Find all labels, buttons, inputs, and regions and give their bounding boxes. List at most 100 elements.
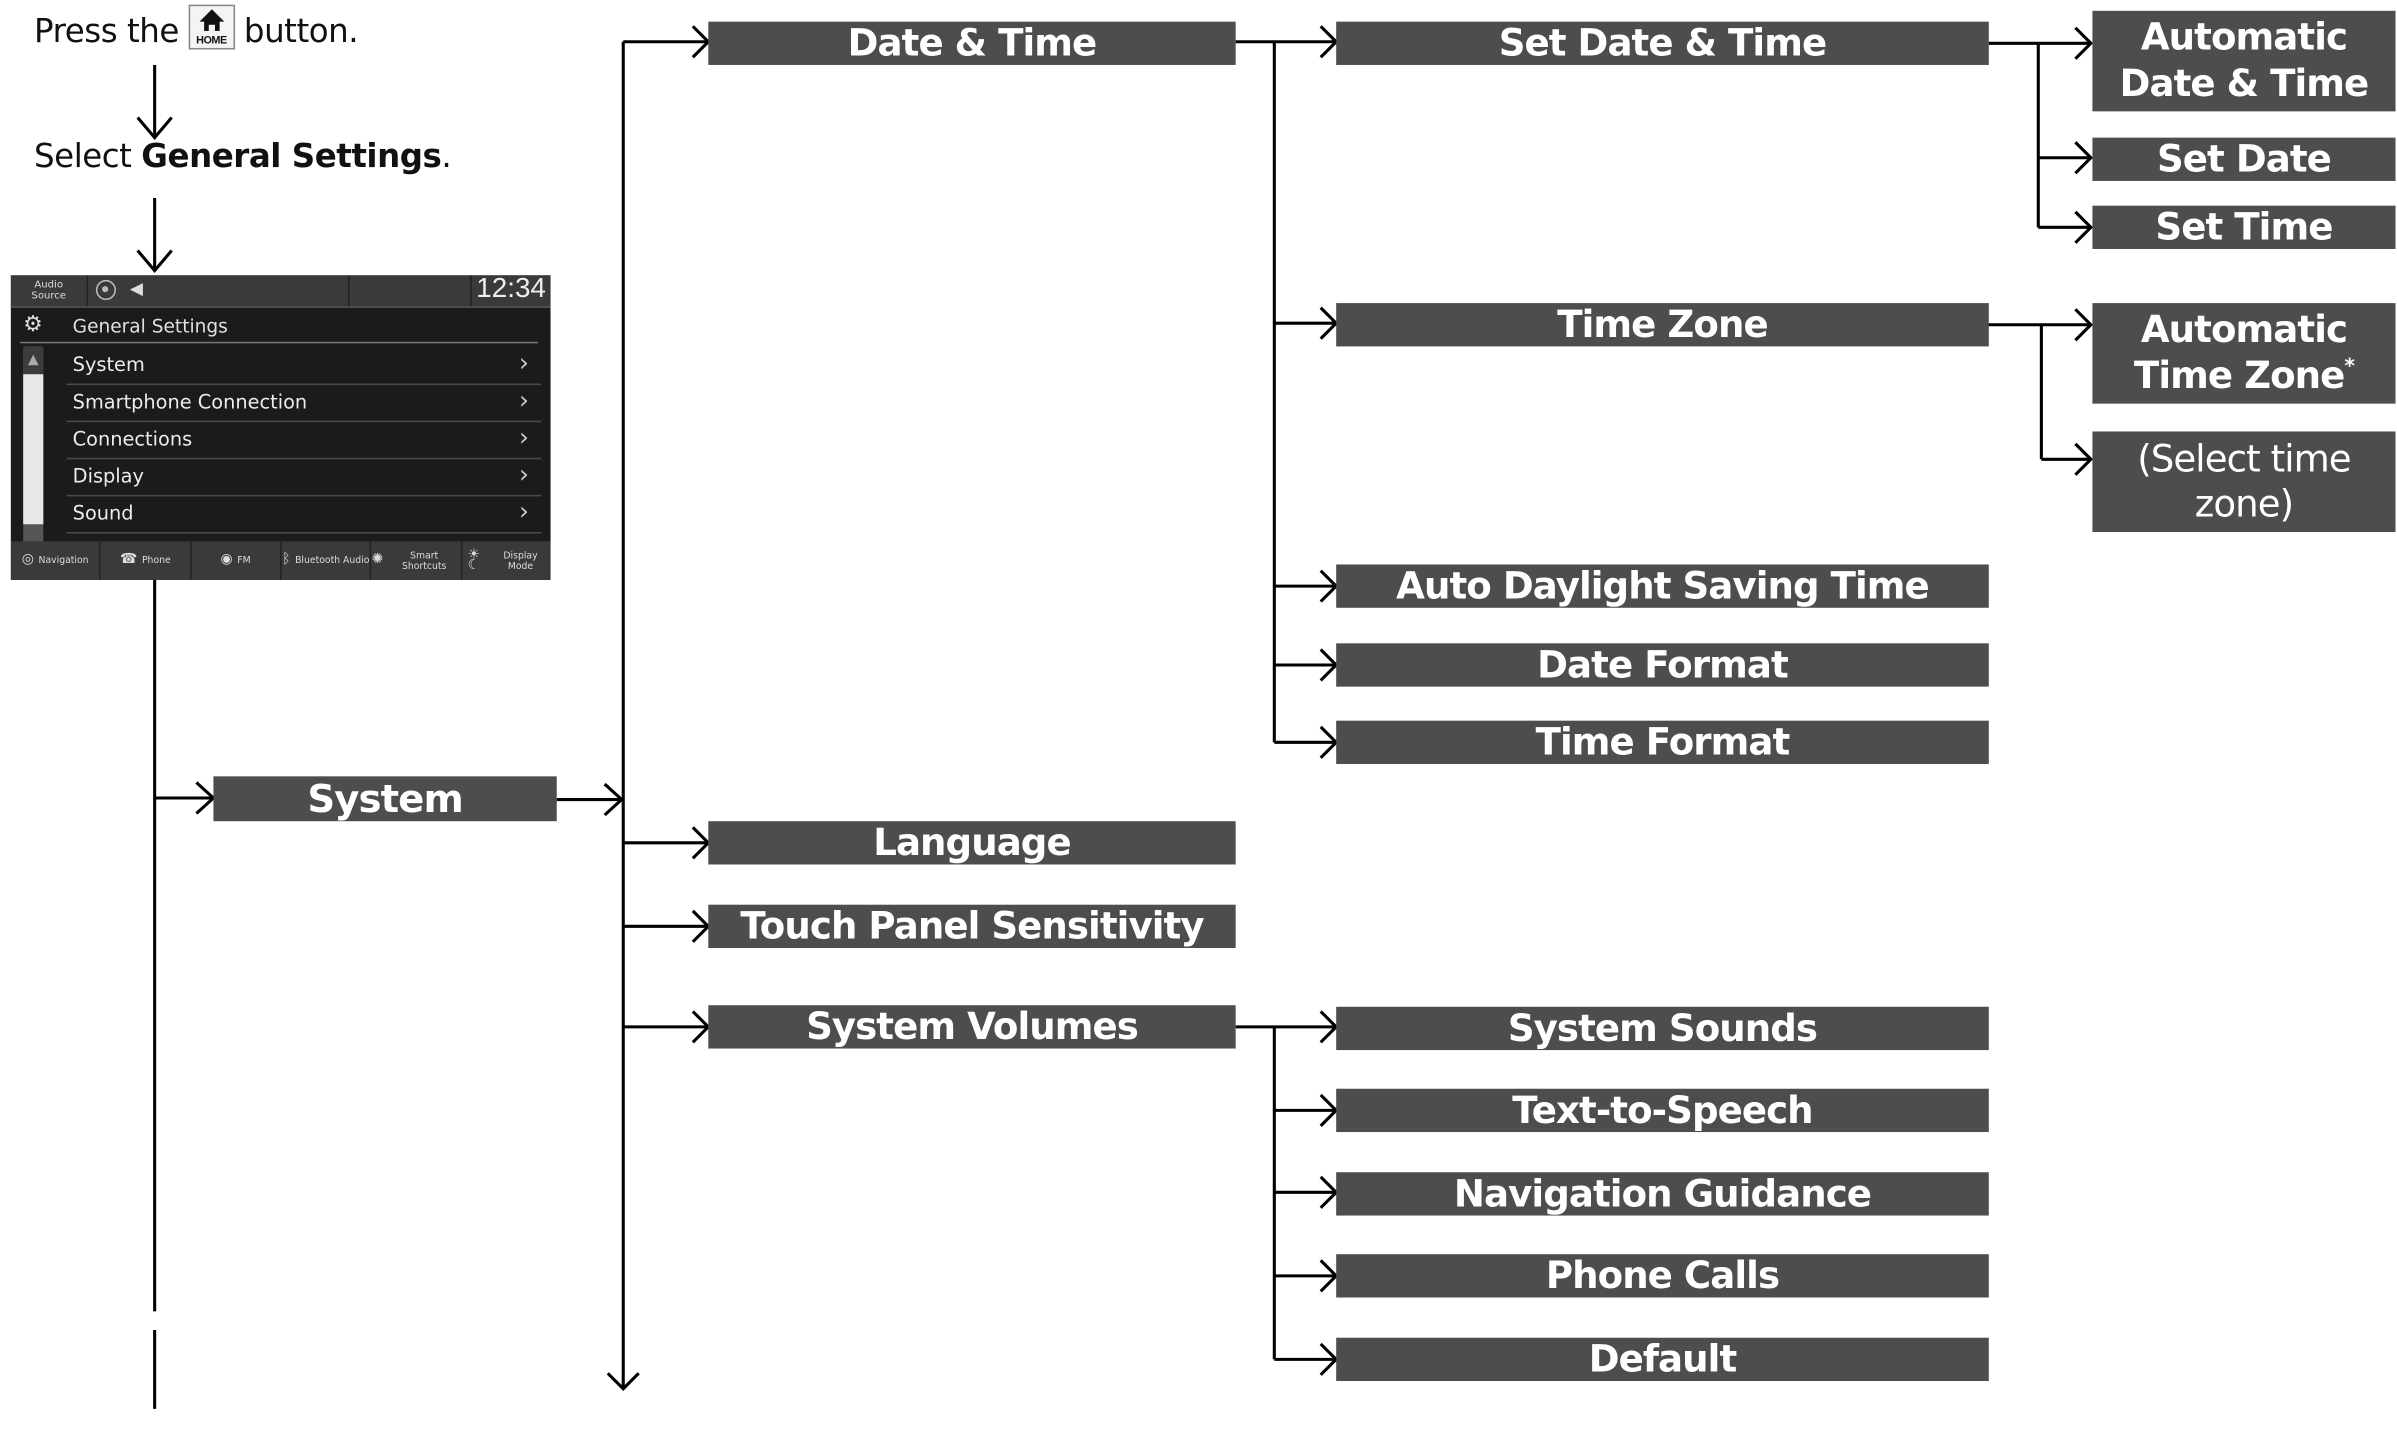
node-date-format: Date Format [1336,643,1989,687]
scroll-thumb[interactable] [23,374,44,525]
arrowhead [1319,1010,1339,1044]
shortcut-label: FM [237,555,251,567]
audio-source-label-2: Source [31,289,66,302]
home-button-icon: HOME [188,4,235,50]
clock: 12:34 [476,275,546,304]
menu-item-system[interactable]: System › [66,346,542,386]
node-system: System [213,776,557,822]
arrowhead [1319,306,1339,340]
step2-emphasis: General Settings [141,137,442,175]
arrowhead [1319,725,1339,759]
node-select-time-zone: (Select time zone) [2092,431,2396,532]
arrowhead-level2-down [606,1372,640,1391]
node-auto-daylight-saving-time: Auto Daylight Saving Time [1336,564,1989,608]
footnote-marker: * [2344,354,2355,379]
step2-prefix: Select [34,137,142,175]
shortcut-display-mode[interactable]: ☀☾ Display Mode [462,541,551,580]
arrowhead [1319,1093,1339,1127]
menu-item-label: Smartphone Connection [72,389,308,413]
gear-icon: ⚙ [23,312,43,338]
arrowhead-step1 [136,116,173,141]
node-label-line1: Automatic [2140,15,2348,60]
chevron-right-icon: › [518,496,529,526]
chevron-right-icon: › [518,459,529,489]
shortcut-fm[interactable]: ◉ FM [191,541,282,580]
node-navigation-guidance: Navigation Guidance [1336,1172,1989,1216]
menu-item-display[interactable]: Display › [66,458,542,497]
step1-prefix: Press the [34,12,179,50]
node-default: Default [1336,1337,1989,1382]
shortcut-label: Phone [141,555,171,567]
node-label-line2: Date & Time [2119,61,2370,105]
step2-suffix: . [441,137,452,175]
arrowhead [691,1010,711,1044]
node-touch-panel-sensitivity: Touch Panel Sensitivity [708,904,1236,949]
arrowhead [2074,442,2094,476]
arrowhead [1319,1259,1339,1293]
display-mode-icon: ☀☾ [467,546,481,573]
phone-icon: ☎ [119,552,138,568]
scrollbar[interactable]: ▲ ▼ [23,346,44,573]
node-label-line2: Time Zone [2133,353,2345,397]
shortcut-bluetooth-audio[interactable]: ᛒ Bluetooth Audio [281,541,372,580]
menu-item-connections[interactable]: Connections › [66,421,542,460]
node-language: Language [708,821,1236,865]
node-automatic-date-time: Automatic Date & Time [2092,10,2396,112]
arrowhead [691,826,711,860]
menu-item-sound[interactable]: Sound › [66,495,542,534]
node-automatic-time-zone: Automatic Time Zone* [2092,303,2396,404]
menu-item-label: Connections [72,426,193,451]
arrowhead [1319,1175,1339,1209]
arrowhead [1319,569,1339,603]
menu-item-smartphone-connection[interactable]: Smartphone Connection › [66,384,542,423]
shortcut-phone[interactable]: ☎Phone [101,541,192,580]
general-settings-screen: Audio Source ◀ 12:34 ⚙ General Settings … [10,275,551,580]
shortcut-smart-shortcuts[interactable]: ✺Smart Shortcuts [372,541,462,580]
shortcut-label: Navigation [38,555,89,567]
arrowhead [2074,210,2094,244]
shortcut-label: Smart Shortcuts [401,549,447,572]
menu-item-label: System [72,352,145,376]
shortcut-label: Display Mode [503,549,538,572]
audio-source-label-1: Audio [34,278,63,291]
node-system-sounds: System Sounds [1336,1006,1989,1051]
node-label-line2: zone) [2194,481,2294,526]
home-button-label: HOME [196,35,227,47]
node-set-date: Set Date [2092,137,2396,181]
compass-icon: ◎ [21,552,34,568]
chevron-right-icon: › [518,422,529,452]
chevron-right-icon: › [518,347,529,378]
arrowhead [2074,26,2094,60]
radio-icon: ◉ [220,552,233,568]
shortcut-navigation[interactable]: ◎ Navigation [11,541,102,580]
arrowhead [2074,141,2094,175]
scroll-up-icon[interactable]: ▲ [23,346,44,375]
bluetooth-icon: ᛒ [282,552,291,568]
audio-source-button[interactable]: Audio Source [11,275,89,307]
speaker-icon: ◀ [129,278,144,299]
arrowhead [691,909,711,943]
node-time-format: Time Format [1336,720,1989,764]
node-time-zone: Time Zone [1336,303,1989,347]
step1-suffix: button. [243,12,359,50]
screen-title: General Settings [72,315,228,338]
title-divider [20,341,539,344]
screen-title-row: ⚙ General Settings [11,309,551,344]
chevron-right-icon: › [518,385,529,415]
arrowhead [1319,1342,1339,1376]
menu-item-label: Display [72,463,144,488]
menu-item-label: Sound [72,501,134,525]
status-bar: Audio Source ◀ 12:34 [10,275,551,308]
arrowhead [2074,308,2094,342]
node-system-volumes: System Volumes [708,1005,1236,1049]
node-set-time: Set Time [2092,205,2396,249]
node-label-line1: (Select time [2137,437,2351,481]
shortcut-label: Bluetooth Audio [295,555,370,567]
arrowhead-step2 [136,249,173,274]
status-segment [347,275,472,307]
node-text-to-speech: Text-to-Speech [1336,1088,1989,1133]
